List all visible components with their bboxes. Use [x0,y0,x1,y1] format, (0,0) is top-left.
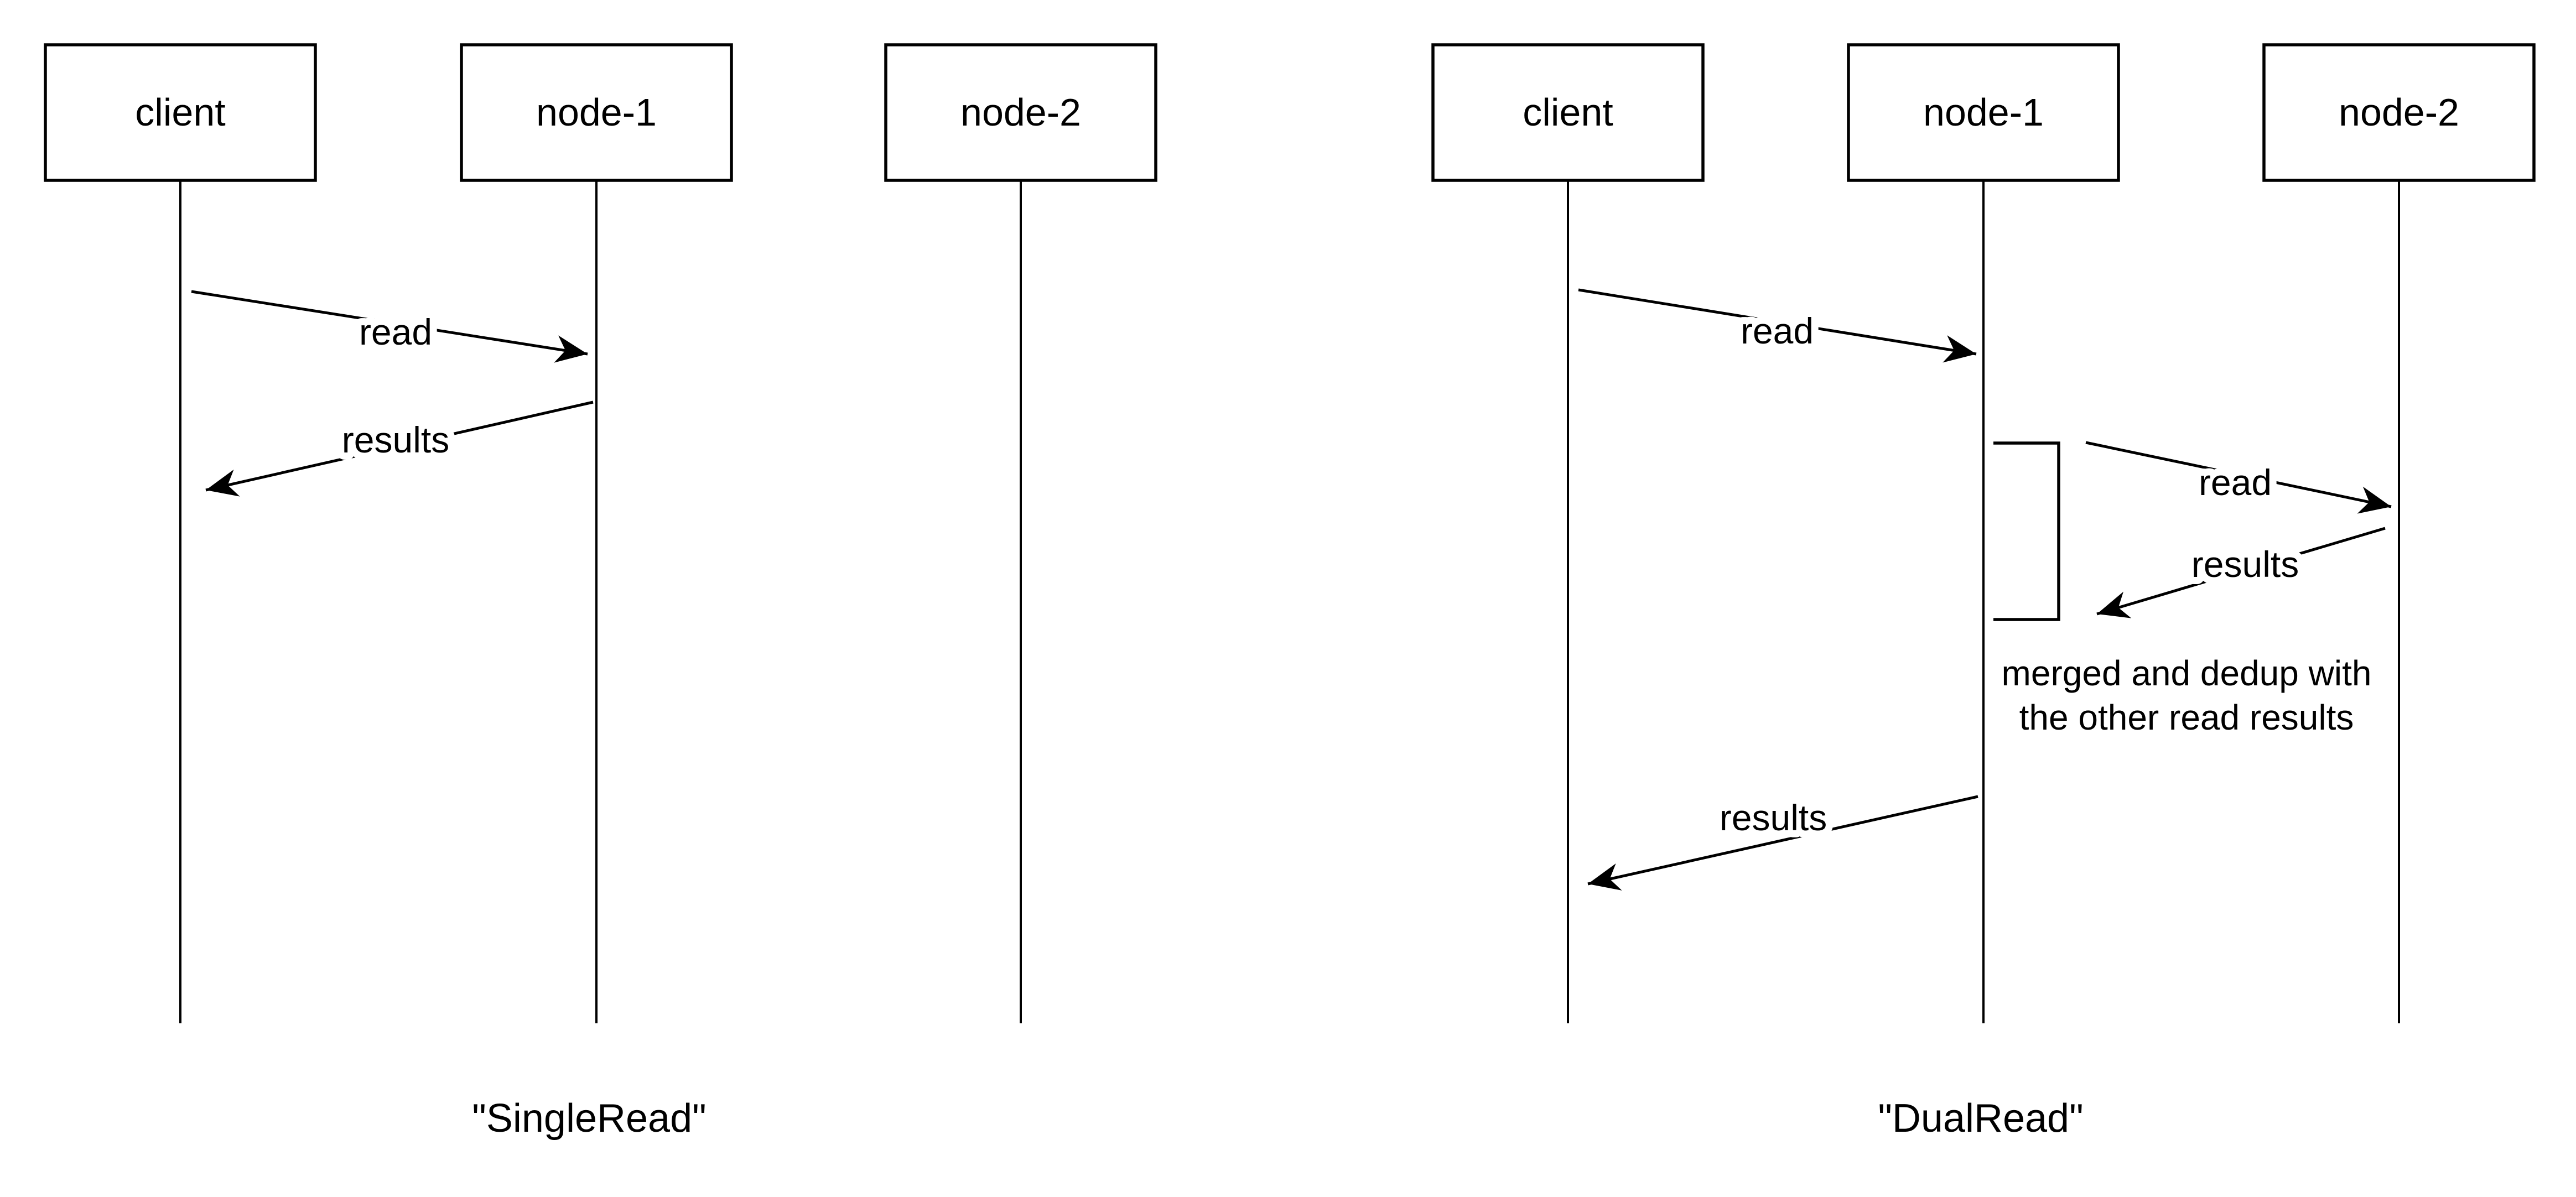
node-1-activation-bracket [1993,441,2060,621]
dualread-results-2-label: results [1720,797,1827,838]
dualread-read-1-arrow [1578,288,1977,363]
merge-note-line-1: merged and dedup with [2002,653,2372,693]
singleread-results-label: results [342,419,449,460]
singleread-node-2-label: node-2 [960,91,1081,134]
singleread-read-arrow [191,290,588,363]
dualread-client-label: client [1523,91,1613,134]
singleread-read-label: read [359,311,432,352]
singleread-diagram: client node-1 node-2 read results "Singl… [44,43,1157,1141]
dualread-results-1-arrow [2096,527,2386,618]
dualread-node-2-box [2262,43,2536,182]
singleread-node-1-box [460,43,733,182]
merge-note-line-2: the other read results [2019,698,2354,737]
dualread-read-2-arrow [2085,441,2392,514]
dualread-read-1-label: read [1741,310,1814,351]
dualread-node-1-label: node-1 [1923,91,2044,134]
singleread-node-1-label: node-1 [536,91,657,134]
dualread-caption: "DualRead" [1878,1096,2083,1141]
singleread-caption: "SingleRead" [472,1096,706,1141]
dualread-diagram: client node-1 node-2 read read results m… [1431,43,2536,1141]
dualread-node-2-label: node-2 [2339,91,2459,134]
singleread-node-2-box [884,43,1157,182]
singleread-results-arrow [205,400,594,497]
dualread-read-2-label: read [2199,462,2272,503]
dualread-results-2-arrow [1587,795,1978,891]
dualread-node-1-box [1847,43,2120,182]
singleread-client-box [44,43,317,182]
dualread-client-box [1431,43,1705,182]
dualread-results-1-label: results [2191,544,2299,585]
singleread-client-label: client [135,91,225,134]
